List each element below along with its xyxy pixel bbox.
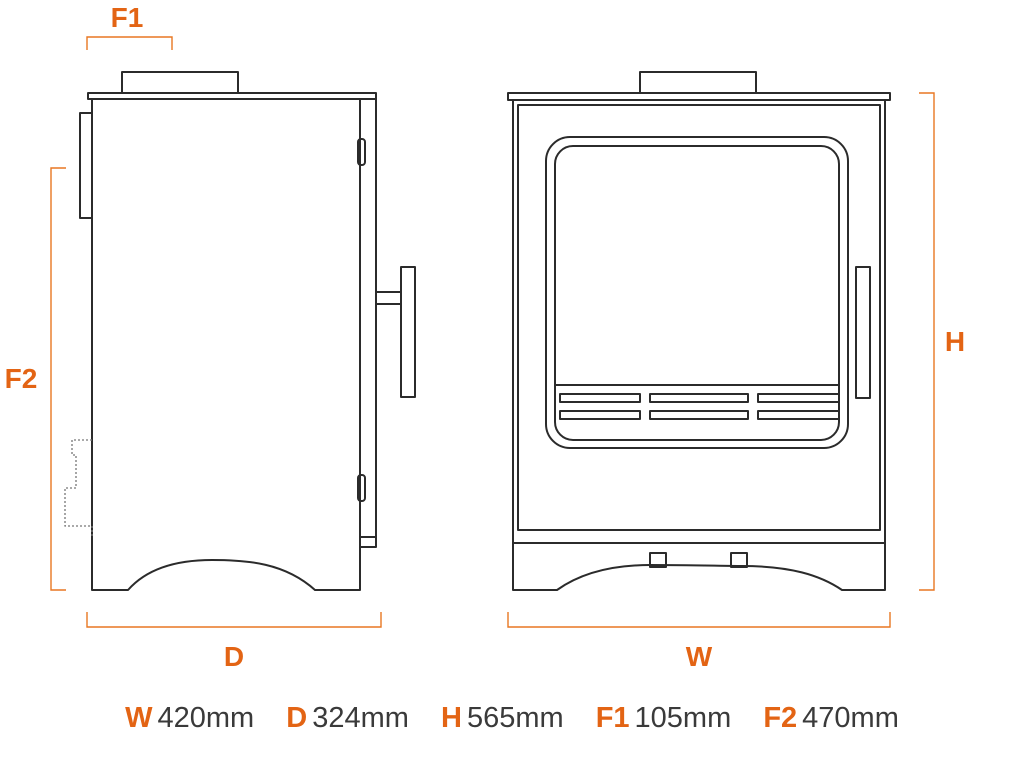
- spec-key: W: [125, 702, 153, 734]
- w-label: W: [686, 641, 713, 672]
- spec-key: F2: [763, 702, 798, 734]
- side-rear-shield: [79, 112, 93, 219]
- w-dimension-line: [507, 612, 891, 628]
- d-label: D: [224, 641, 244, 672]
- front-door-handle: [855, 266, 871, 399]
- stove-side-view: [64, 71, 416, 591]
- front-flue-collar: [639, 71, 757, 94]
- spec-value: 565mm: [466, 702, 564, 734]
- f2-dimension-line: [50, 167, 66, 591]
- side-upper-hinge: [357, 138, 366, 166]
- spec-key: H: [440, 702, 462, 734]
- spec-value: 105mm: [634, 702, 732, 734]
- front-body: [512, 99, 886, 591]
- f1-dimension-line: [86, 36, 173, 50]
- front-air-control-right: [730, 552, 748, 568]
- h-dimension-line: [919, 92, 935, 591]
- f1-label: F1: [111, 2, 144, 33]
- spec-key: D: [286, 702, 308, 734]
- front-glass-inner: [554, 145, 840, 441]
- spec-key: F1: [595, 702, 630, 734]
- spec-value: 420mm: [157, 702, 255, 734]
- front-glass-outer: [545, 136, 849, 449]
- front-top-plate: [507, 92, 891, 101]
- front-door-frame: [517, 104, 881, 531]
- spec-value: 470mm: [802, 702, 899, 734]
- side-body: [91, 98, 361, 591]
- side-rear-outlet: [64, 439, 93, 536]
- stove-front-view: [507, 71, 891, 591]
- front-log-retainer: [554, 384, 840, 420]
- d-dimension-line: [86, 612, 382, 628]
- spec-value: 324mm: [312, 702, 409, 734]
- side-handle-grip: [400, 266, 416, 398]
- h-label: H: [945, 326, 965, 357]
- side-base-step: [359, 536, 377, 548]
- side-handle-stem: [375, 291, 402, 305]
- side-flue-collar: [121, 71, 239, 94]
- f2-label: F2: [5, 363, 38, 394]
- side-lower-hinge: [357, 474, 366, 502]
- front-air-control-left: [649, 552, 667, 568]
